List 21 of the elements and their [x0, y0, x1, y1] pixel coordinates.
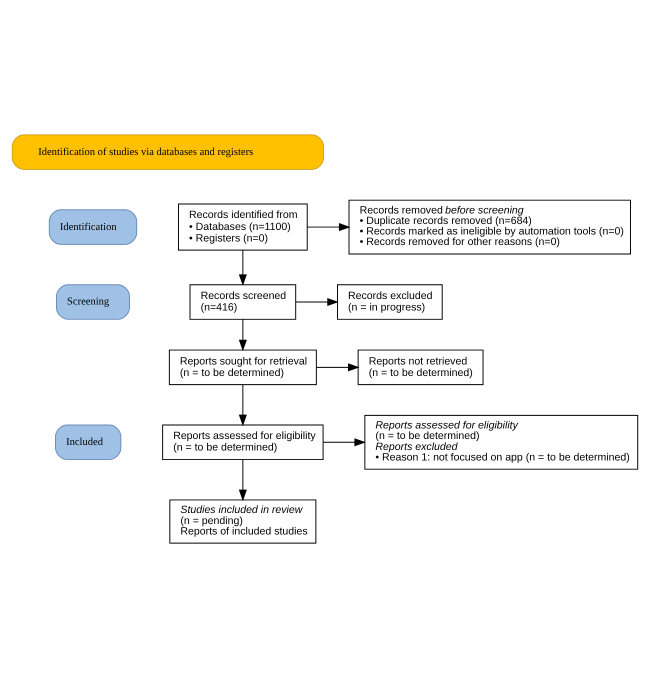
arrow — [316, 363, 360, 372]
node-box: Reports not retrieved (n = to be determined) — [358, 350, 484, 386]
node-box: Reports sought for retrieval (n = to be determined) — [168, 350, 317, 386]
arrow — [295, 298, 339, 306]
node-box: Screening — [56, 284, 130, 320]
node-box: Reports assessed for eligibility (n = to be determined) Reports excluded • Reason 1: not focused on app (n = to be determined) — [364, 414, 638, 470]
arrow — [238, 384, 247, 426]
arrow — [322, 438, 366, 446]
node-box: Records screened (n=416) — [190, 284, 296, 320]
node-box: Identification — [48, 209, 138, 245]
node-box: Included — [55, 424, 122, 460]
node-box: Reports assessed for eligibility (n = to be determined) — [162, 424, 324, 460]
arrow — [238, 319, 247, 352]
arrow — [238, 459, 247, 502]
arrow — [306, 223, 350, 232]
arrow — [238, 250, 247, 286]
node-box: Studies included in review (n = pending) Reports of included studies — [169, 499, 316, 544]
node-box: Records identified from • Databases (n=1100) • Registers (n=0) — [178, 204, 308, 251]
node-box: Records excluded (n = in progress) — [337, 284, 443, 320]
node-box: Records removed before screening • Duplicate records removed (n=684) • Records marked as ineligible by automation tools (n=0) • Records removed for other reasons (n=0) — [348, 200, 631, 254]
node-box: Identification of studies via databases and registers — [12, 134, 324, 170]
